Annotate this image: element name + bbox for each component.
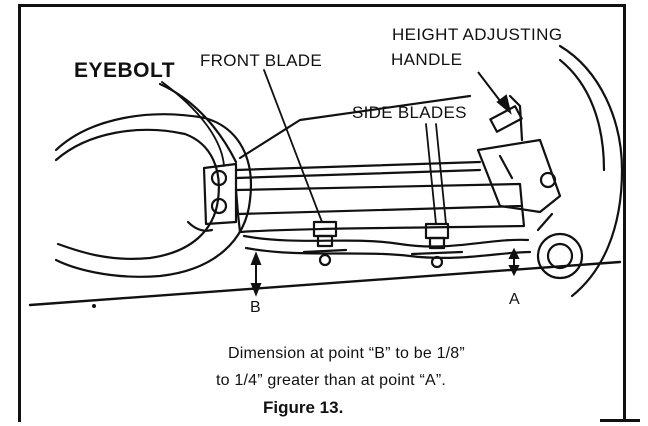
side-blades-spindle: [410, 222, 464, 269]
label-front-blade: FRONT BLADE: [200, 51, 323, 70]
gauge-wheel: [536, 212, 584, 280]
label-eyebolt: EYEBOLT: [74, 59, 176, 82]
label-side-blades: SIDE BLADES: [352, 103, 467, 122]
tractor-rear-wheel: [558, 44, 624, 298]
front-blade-spindle: [302, 220, 348, 267]
measure-arrow-a: [508, 247, 520, 277]
measure-arrow-b: [250, 251, 262, 297]
label-point-b: B: [250, 299, 261, 316]
frame-bottom-rule: [600, 419, 640, 422]
figure-number: Figure 13.: [263, 398, 344, 417]
ground-line: [28, 260, 622, 307]
height-adjust-linkage: [476, 94, 562, 214]
caption-line-1: Dimension at point “B” to be 1/8”: [228, 345, 465, 362]
label-height-adjusting: HEIGHT ADJUSTING: [392, 25, 563, 44]
stray-dot: [92, 304, 96, 308]
caption-line-2: to 1/4” greater than at point “A”.: [216, 372, 447, 389]
leader-side-blade-2: [435, 123, 447, 225]
label-handle: HANDLE: [391, 50, 463, 69]
handle-arrow: [477, 71, 512, 115]
figure-frame: [18, 4, 626, 422]
tractor-hood-edge: [158, 82, 238, 164]
leader-front-blade: [263, 69, 323, 223]
leader-side-blade-1: [425, 123, 437, 225]
mower-deck: [234, 182, 532, 260]
leader-eyebolt: [161, 81, 225, 167]
label-point-a: A: [509, 291, 520, 308]
eyebolt-assembly: [186, 162, 238, 232]
